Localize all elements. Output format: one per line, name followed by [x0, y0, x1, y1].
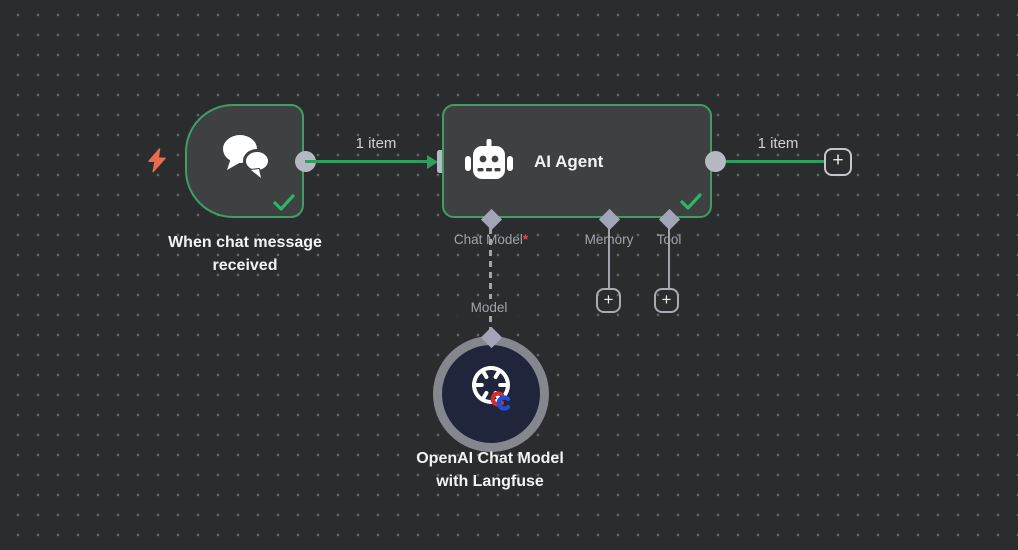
- trigger-node-label: When chat message received: [134, 231, 356, 277]
- model-node-label-line2: with Langfuse: [436, 473, 544, 490]
- trigger-node-label-line1: When chat message: [168, 234, 322, 251]
- required-asterisk: *: [522, 232, 529, 247]
- agent-output-connector[interactable]: [705, 151, 726, 172]
- tool-stub-line: [667, 227, 670, 289]
- chat-bubbles-icon: [223, 135, 271, 182]
- agent-node-title: AI Agent: [534, 152, 604, 171]
- trigger-node-label-line2: received: [212, 257, 278, 274]
- lightning-bolt-icon: [148, 148, 166, 173]
- port-chat-model-label: Chat Model*: [431, 232, 551, 247]
- add-memory-button[interactable]: +: [596, 288, 621, 313]
- langfuse-badge-icon: [490, 391, 511, 411]
- node-ai-agent[interactable]: [442, 104, 712, 218]
- node-openai-chat-model[interactable]: [433, 336, 549, 452]
- success-check-icon: [680, 193, 702, 210]
- connection-trigger-to-agent[interactable]: [305, 160, 430, 163]
- plus-icon: +: [661, 289, 672, 309]
- connection-item-count: 1 item: [757, 135, 799, 152]
- model-connection-label: Model: [457, 299, 521, 316]
- openai-logo-icon: [472, 366, 511, 411]
- connection-agent-output[interactable]: [726, 160, 825, 163]
- memory-stub-line: [607, 227, 610, 289]
- connection-item-count: 1 item: [355, 135, 397, 152]
- add-tool-button[interactable]: +: [654, 288, 679, 313]
- node-chat-trigger[interactable]: [185, 104, 304, 218]
- port-chat-model-text: Chat Model: [453, 232, 523, 247]
- connection-arrowhead-icon: [427, 154, 438, 169]
- connection-chat-model-dashed[interactable]: [489, 228, 492, 336]
- success-check-icon: [273, 194, 295, 211]
- add-next-node-button[interactable]: +: [824, 148, 852, 176]
- agent-input-connector[interactable]: [437, 150, 446, 173]
- plus-icon: +: [832, 150, 844, 171]
- plus-icon: +: [603, 289, 614, 309]
- robot-icon: [465, 139, 513, 179]
- model-node-label-line1: OpenAI Chat Model: [416, 450, 564, 467]
- model-node-label: OpenAI Chat Model with Langfuse: [379, 447, 601, 493]
